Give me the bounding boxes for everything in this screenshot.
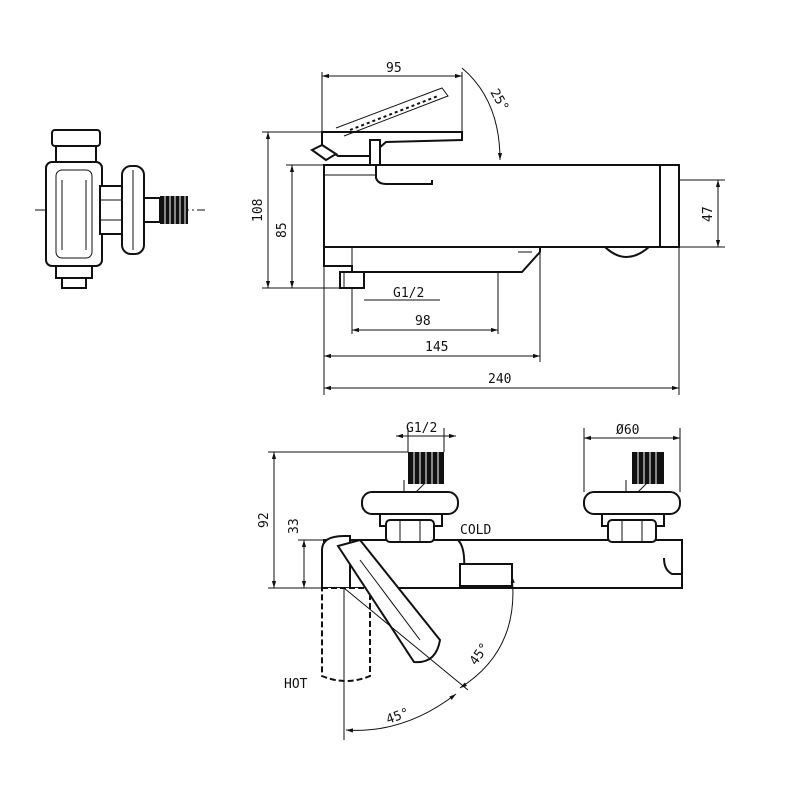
- top-left-hex: [385, 519, 435, 543]
- angle-45-right-arc: [459, 575, 515, 689]
- end-view-neck: [55, 145, 97, 163]
- dim-33-label: 33: [287, 518, 302, 534]
- end-view-hex-nut: [99, 185, 123, 235]
- dim-108-label: 108: [251, 199, 266, 222]
- end-view-top-cap: [51, 129, 101, 147]
- dim-92-label: 92: [257, 512, 272, 528]
- end-view: [35, 129, 205, 289]
- side-handle: [321, 131, 463, 157]
- top-bar-notch: [663, 557, 682, 575]
- top-left-flange: [361, 491, 459, 515]
- top-spout-tip: [459, 563, 513, 587]
- top-right-thread: [632, 452, 664, 484]
- end-view-inner-body: [55, 169, 93, 259]
- top-handle-45: [336, 538, 442, 664]
- end-view-thread: [160, 196, 188, 224]
- angle-25-arc: [461, 67, 503, 161]
- dim-240-label: 240: [488, 372, 511, 387]
- top-right-flange: [583, 491, 681, 515]
- angle-45-right-label: 45°: [467, 640, 493, 668]
- hot-label: HOT: [284, 677, 308, 692]
- angle-45-bottom-arc: [345, 693, 457, 733]
- end-view-body: [45, 161, 103, 267]
- cold-label: COLD: [460, 523, 491, 538]
- dim-98-label: 98: [415, 314, 431, 329]
- end-view-eccentric: [143, 197, 161, 223]
- dim-145-label: 145: [425, 340, 448, 355]
- side-view: 95 25° 108 85 47 G1/2 98 145: [251, 61, 725, 395]
- end-view-outlet-tip: [61, 277, 87, 289]
- dim-85-label: 85: [275, 222, 290, 238]
- side-handle-stem: [369, 139, 381, 166]
- side-handle-tilted: [335, 87, 449, 137]
- top-thread-label: G1/2: [406, 421, 437, 436]
- end-view-outlet: [55, 265, 93, 279]
- top-view: G1/2 Ø60 92 33 COLD HOT 45° 45°: [257, 421, 683, 740]
- dim-95-label: 95: [386, 61, 402, 76]
- dim-47-label: 47: [701, 206, 716, 222]
- angle-45-bottom-label: 45°: [384, 706, 411, 728]
- angle-25-label: 25°: [487, 87, 512, 115]
- side-lever-base: [375, 165, 433, 185]
- side-handle-pivot: [310, 143, 338, 162]
- top-right-hex: [607, 519, 657, 543]
- dia-60-label: Ø60: [616, 423, 639, 438]
- top-handle-down: [321, 587, 371, 682]
- side-spout: [323, 246, 541, 273]
- side-thread-label: G1/2: [393, 286, 424, 301]
